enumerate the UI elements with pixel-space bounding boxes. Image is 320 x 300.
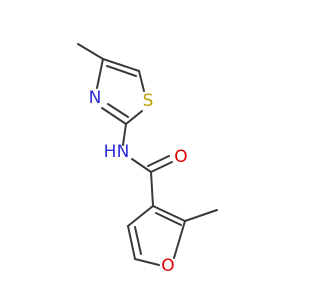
amide-hydrogen-atom: H [104, 142, 117, 162]
bond-c4-n3 [96, 58, 104, 89]
bond-c4-c5-inner [106, 65, 137, 77]
bond-n3-c2-inner [107, 103, 129, 118]
carbonyl-oxygen-atom: O [174, 147, 187, 167]
furan-oxygen-atom: O [161, 256, 174, 276]
bond-nh-carbonyl [131, 158, 152, 173]
bond-n3-c2 [101, 107, 127, 125]
sulfur-atom: S [143, 91, 154, 111]
molecule-structure: S N H N O O [77, 43, 218, 276]
bond-c3-c2f [152, 205, 186, 222]
bond-carbonyl-o [150, 161, 173, 173]
thiazole-nitrogen-atom: N [89, 88, 102, 108]
bond-c5-s [138, 70, 145, 92]
bond-c4f-c5f [127, 225, 136, 260]
bond-methyl-furan [184, 209, 218, 222]
bond-s-c2 [125, 110, 143, 125]
bond-c5f-o [134, 258, 160, 266]
bond-carbonyl-c3 [150, 171, 154, 207]
bond-c4f-c5f-inner [134, 226, 142, 255]
amide-nitrogen-atom: N [117, 142, 130, 162]
bond-c4-c5 [102, 58, 140, 72]
bond-carbonyl-o-inner [147, 155, 170, 167]
structure-canvas: S N H N O O [77, 43, 218, 276]
bonds [77, 43, 218, 266]
bond-c3-c2f-inner [155, 212, 182, 226]
bond-c3-c4f [127, 205, 154, 227]
bond-c2-nh [122, 123, 127, 146]
bond-methyl-thiazole [77, 43, 104, 60]
bond-o-c2f [173, 220, 186, 259]
atom-labels: S N H N O O [89, 88, 188, 276]
